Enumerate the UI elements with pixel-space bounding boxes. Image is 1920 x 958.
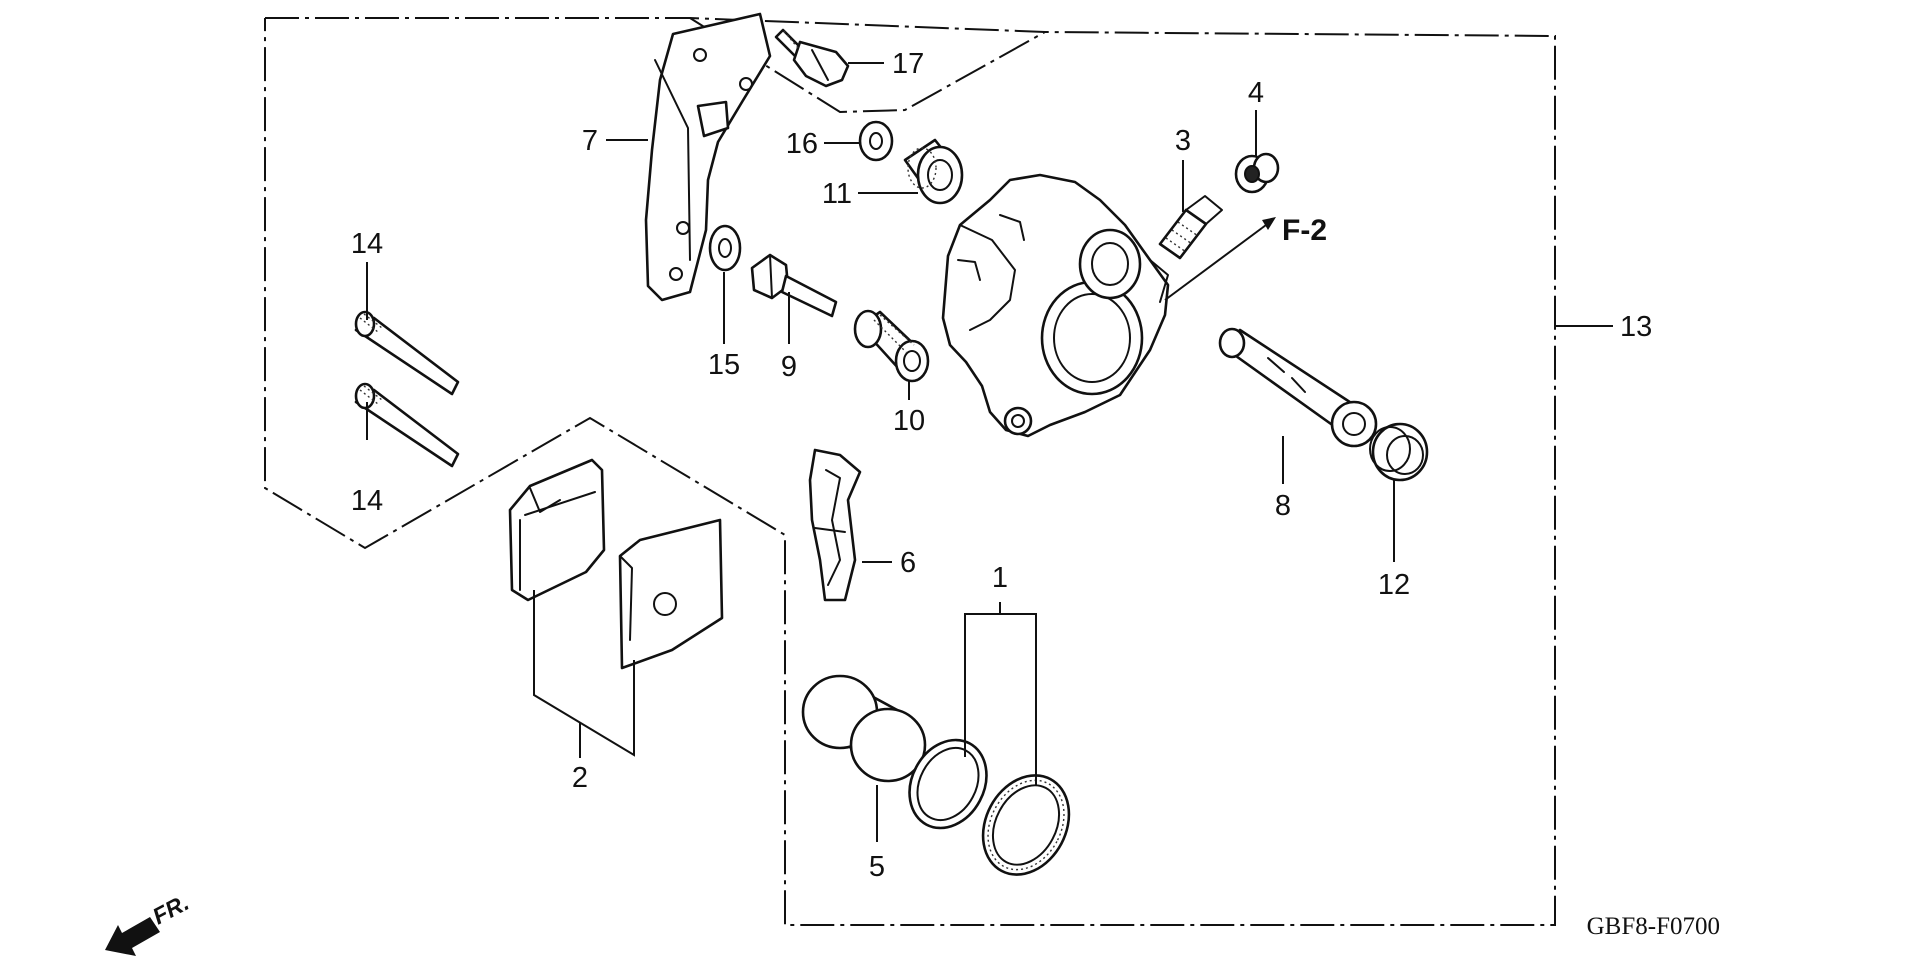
callout-11: 11: [822, 178, 852, 210]
caliper-pin: [1218, 327, 1378, 448]
brake-pad-rear: [618, 518, 724, 670]
caliper-body: [941, 173, 1170, 438]
callout-4: 4: [1248, 77, 1264, 109]
sealing-washer-16: [858, 120, 894, 162]
caliper-bracket: [644, 12, 772, 302]
pin-bolt: [750, 253, 838, 318]
pin-boot-12: [1369, 422, 1429, 482]
bracket-bolt-group-outline: [689, 17, 1046, 114]
caliper-assembly-boundary: [264, 17, 1556, 926]
callout-labels: 1 2 3 4 5 6 7 8 9 10 11 12 13 14 14 15 1…: [351, 48, 1652, 883]
bleeder-cap: [1234, 152, 1280, 194]
pad-pin-upper: [354, 310, 460, 396]
caliper-piston: [801, 674, 927, 783]
brake-pad-front: [508, 458, 606, 602]
callout-14-upper: 14: [351, 228, 383, 260]
front-direction-indicator: FR.: [105, 889, 193, 956]
callout-6: 6: [900, 547, 916, 579]
bleeder-screw: [1158, 195, 1223, 260]
callout-8: 8: [1275, 490, 1291, 522]
front-arrow-icon: [105, 917, 160, 956]
pin-boot-11: [903, 138, 964, 205]
front-label: FR.: [148, 889, 193, 929]
reference-f2: F-2: [1261, 214, 1327, 247]
callout-13: 13: [1620, 311, 1652, 343]
callout-7: 7: [582, 125, 598, 157]
pad-spring: [808, 448, 862, 602]
callout-17: 17: [892, 48, 924, 80]
callout-10: 10: [893, 405, 925, 437]
pad-pin-lower: [354, 382, 460, 468]
callout-14-lower: 14: [351, 485, 383, 517]
callout-16: 16: [786, 128, 818, 160]
sealing-washer-15: [708, 224, 742, 272]
callout-3: 3: [1175, 125, 1191, 157]
reference-arrowhead-icon: [1262, 217, 1276, 230]
reference-label: F-2: [1282, 214, 1327, 247]
pin-boot-10: [853, 309, 930, 383]
callout-5: 5: [869, 851, 885, 883]
flange-bolt: [774, 28, 850, 88]
dust-seal: [981, 774, 1071, 876]
callout-2: 2: [572, 762, 588, 794]
callout-12: 12: [1378, 569, 1410, 601]
callout-9: 9: [781, 351, 797, 383]
leader-lines: [366, 62, 1613, 842]
callout-1: 1: [992, 562, 1008, 594]
callout-15: 15: [708, 349, 740, 381]
drawing-code: GBF8-F0700: [1587, 913, 1720, 940]
